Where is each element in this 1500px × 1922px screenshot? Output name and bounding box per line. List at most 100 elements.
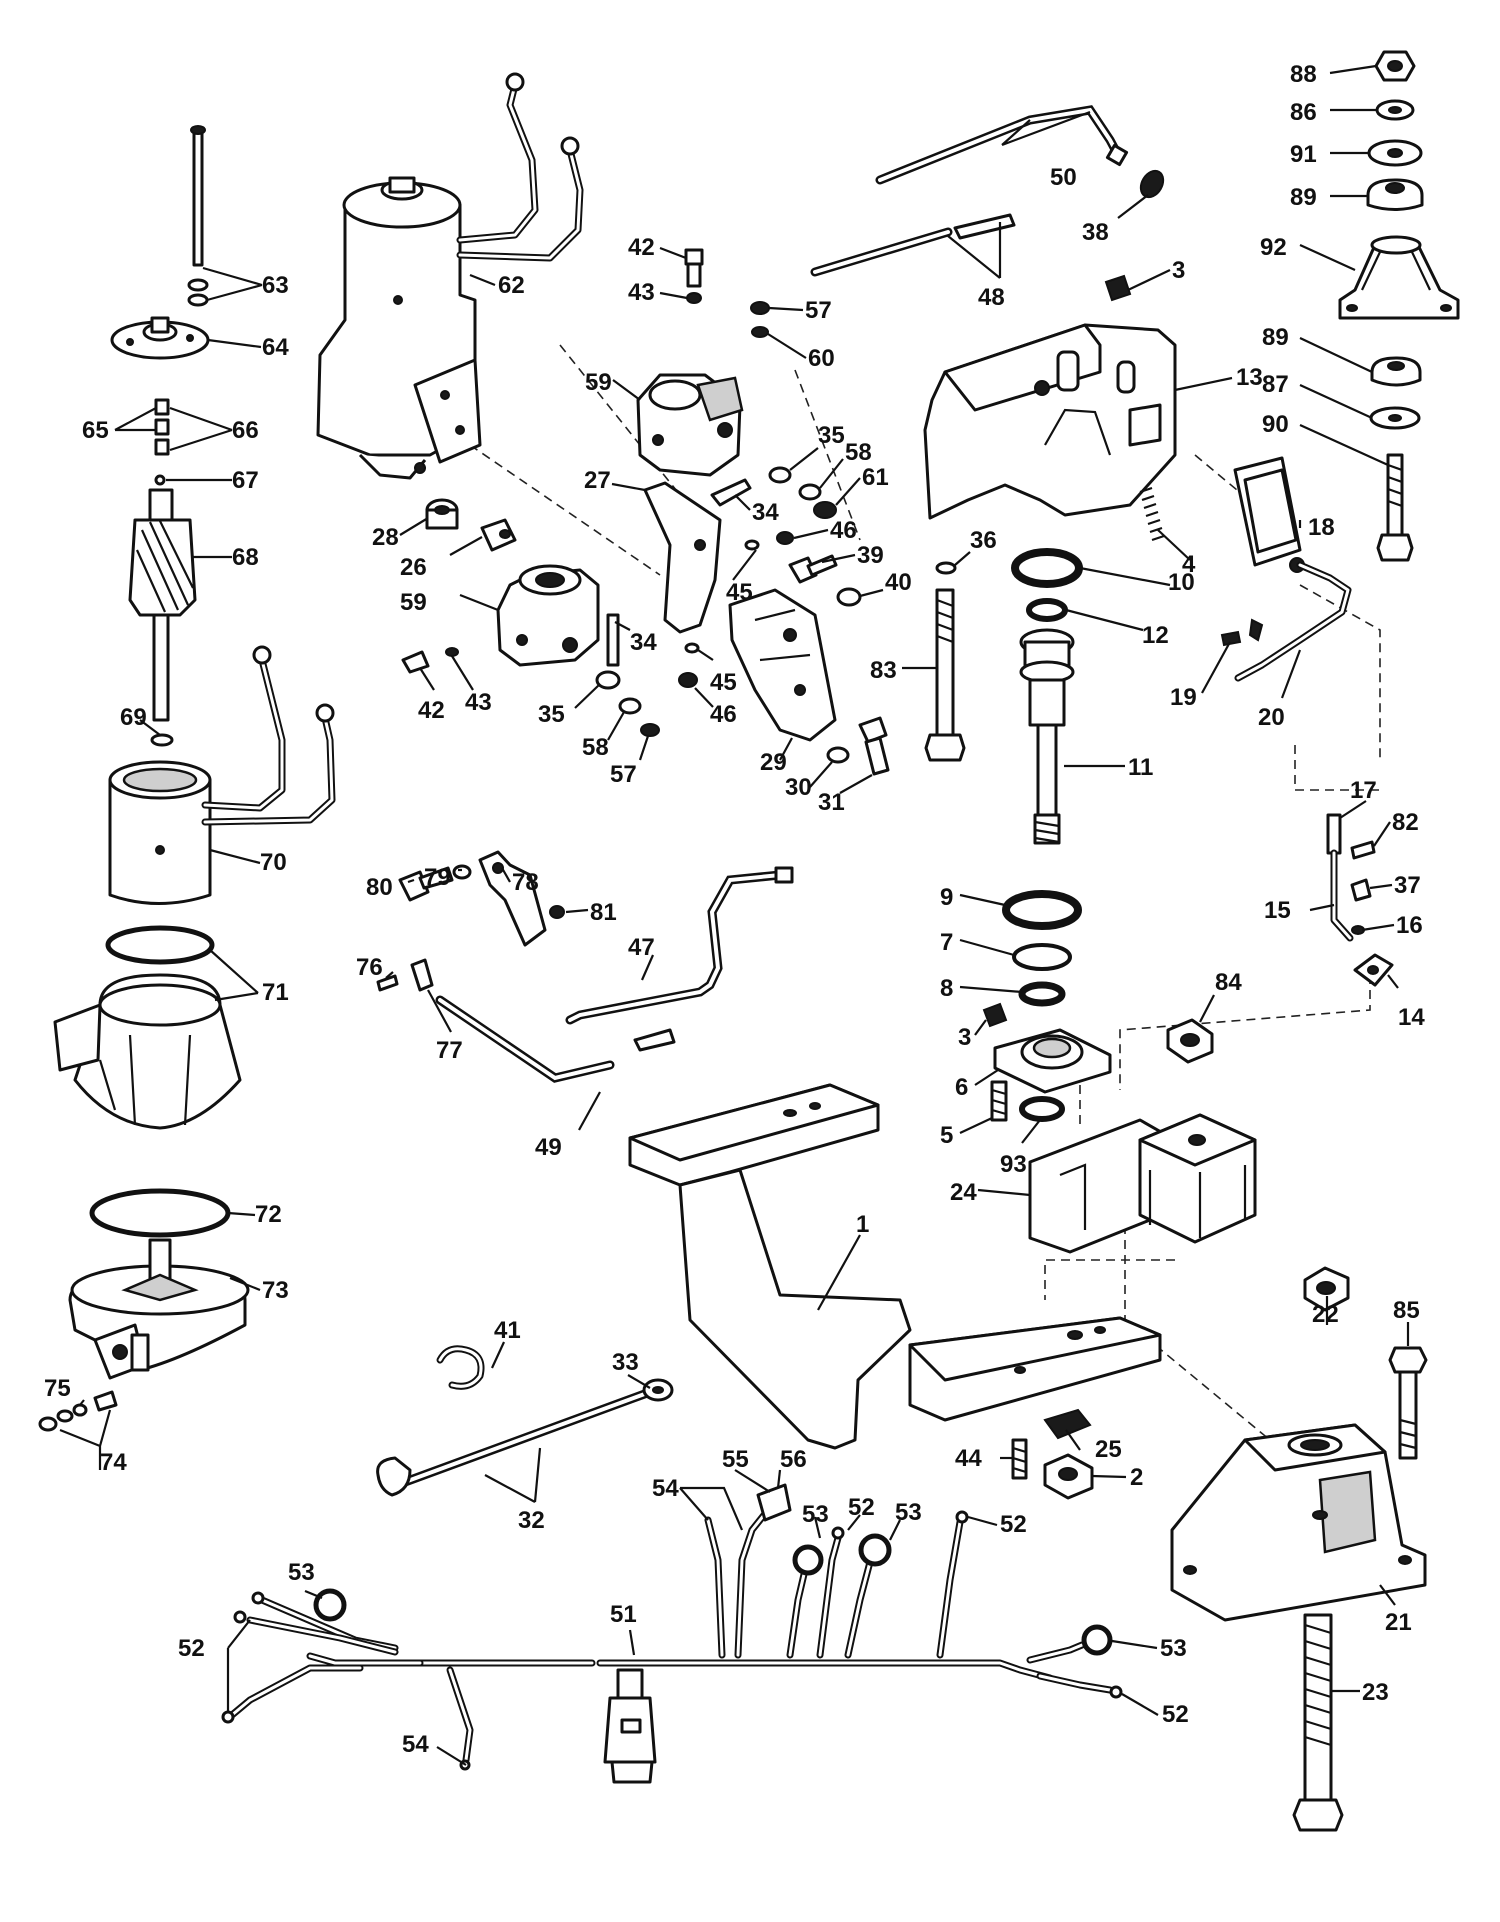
part-69-washer bbox=[150, 733, 174, 747]
part-29-bracket bbox=[728, 588, 837, 742]
callout-21: 21 bbox=[1385, 1609, 1412, 1636]
part-44-screw bbox=[1011, 1438, 1028, 1480]
part-41-clamp bbox=[436, 1345, 485, 1390]
part-45-washer-upper bbox=[744, 539, 760, 551]
part-5-screw bbox=[990, 1080, 1008, 1122]
callout-32: 32 bbox=[518, 1507, 545, 1534]
callout-70: 70 bbox=[260, 849, 287, 876]
callout-62: 62 bbox=[498, 272, 525, 299]
callout-78: 78 bbox=[512, 869, 539, 896]
callout-3-lower: 3 bbox=[958, 1024, 971, 1051]
callout-9: 9 bbox=[940, 884, 953, 911]
part-64-end-cap bbox=[110, 316, 210, 360]
part-89-grommet-lower bbox=[1370, 356, 1422, 387]
part-25-lock bbox=[1043, 1408, 1092, 1440]
callout-57-top: 57 bbox=[805, 297, 832, 324]
part-71-o-ring bbox=[105, 925, 215, 965]
callout-48: 48 bbox=[978, 284, 1005, 311]
part-63-rod bbox=[187, 125, 209, 307]
callout-45-lower: 45 bbox=[710, 669, 737, 696]
part-88-nut bbox=[1374, 50, 1416, 82]
leader-lines bbox=[59, 64, 1410, 1766]
part-70-field-frame bbox=[108, 760, 212, 905]
callout-53-left: 53 bbox=[288, 1559, 315, 1586]
part-85-bolt bbox=[1388, 1346, 1428, 1460]
part-73-pump bbox=[68, 1238, 250, 1380]
part-2-nut bbox=[1043, 1453, 1094, 1500]
part-47-tube bbox=[565, 866, 794, 1025]
callout-68: 68 bbox=[232, 544, 259, 571]
callout-52-center-left: 52 bbox=[848, 1494, 875, 1521]
callout-35-upper: 35 bbox=[818, 422, 845, 449]
part-78-bracket bbox=[478, 850, 547, 947]
callout-17: 17 bbox=[1350, 777, 1377, 804]
part-65-66-brushes bbox=[154, 398, 170, 456]
callout-79: 79 bbox=[424, 864, 451, 891]
callout-22: 22 bbox=[1312, 1301, 1339, 1328]
part-4-spring bbox=[1139, 486, 1165, 542]
callout-19: 19 bbox=[1170, 684, 1197, 711]
part-79-washer bbox=[452, 864, 472, 880]
part-70-leads bbox=[201, 645, 336, 826]
part-23-bolt bbox=[1292, 1613, 1344, 1832]
part-93-washer bbox=[1019, 1096, 1065, 1122]
callout-50: 50 bbox=[1050, 164, 1077, 191]
callout-80: 80 bbox=[366, 874, 393, 901]
callout-71: 71 bbox=[262, 979, 289, 1006]
part-74-75-fittings bbox=[38, 1390, 118, 1432]
part-90-bolt bbox=[1376, 453, 1414, 562]
callout-12: 12 bbox=[1142, 622, 1169, 649]
callout-67: 67 bbox=[232, 467, 259, 494]
callout-labels: 88 86 91 89 92 89 87 90 50 38 48 3 13 18… bbox=[44, 61, 1425, 1758]
part-40-washer bbox=[836, 587, 862, 607]
callout-31: 31 bbox=[818, 789, 845, 816]
part-80-bolt bbox=[398, 866, 454, 902]
part-49-tube bbox=[435, 995, 676, 1083]
part-37-screw bbox=[1350, 878, 1372, 902]
part-59-valve-lower bbox=[496, 564, 600, 667]
part-43-washer-top bbox=[686, 292, 702, 304]
part-42-screw-top bbox=[684, 248, 704, 288]
callout-10: 10 bbox=[1168, 569, 1195, 596]
part-84-nut bbox=[1166, 1018, 1214, 1064]
part-46-nut-upper bbox=[776, 531, 794, 545]
part-91-washer bbox=[1367, 139, 1423, 167]
callout-47: 47 bbox=[628, 934, 655, 961]
callout-81: 81 bbox=[590, 899, 617, 926]
callout-75: 75 bbox=[44, 1375, 71, 1402]
part-10-ring bbox=[1011, 548, 1083, 588]
callout-89-lower: 89 bbox=[1262, 324, 1289, 351]
part-87-washer bbox=[1369, 406, 1421, 430]
callout-4: 4 bbox=[1182, 551, 1196, 578]
callout-72: 72 bbox=[255, 1201, 282, 1228]
part-11-shaft bbox=[1019, 628, 1075, 845]
callout-66: 66 bbox=[232, 417, 259, 444]
part-32-33-battery-cable bbox=[376, 1378, 674, 1497]
part-36-washer bbox=[935, 561, 957, 575]
part-52-53-terminals-right bbox=[1026, 1624, 1123, 1699]
callout-26: 26 bbox=[400, 554, 427, 581]
callout-38: 38 bbox=[1082, 219, 1109, 246]
callout-44: 44 bbox=[955, 1445, 982, 1472]
part-3-plug-top bbox=[1104, 274, 1132, 302]
callout-56: 56 bbox=[780, 1446, 807, 1473]
part-19-clip bbox=[1220, 630, 1242, 647]
callout-87: 87 bbox=[1262, 371, 1289, 398]
callout-41: 41 bbox=[494, 1317, 521, 1344]
callout-52-left: 52 bbox=[178, 1635, 205, 1662]
part-14-cam bbox=[1353, 953, 1394, 987]
part-12-ring bbox=[1026, 598, 1068, 622]
part-6-bearing-plate bbox=[993, 1028, 1112, 1094]
callout-29: 29 bbox=[760, 749, 787, 776]
part-67-ball bbox=[154, 474, 166, 486]
part-15-arm bbox=[1330, 849, 1354, 942]
part-28-fitting bbox=[425, 498, 459, 530]
callout-53-center-right: 53 bbox=[895, 1499, 922, 1526]
part-20-wire bbox=[1234, 561, 1352, 682]
callout-27: 27 bbox=[584, 467, 611, 494]
callout-13: 13 bbox=[1236, 364, 1263, 391]
part-60-washer bbox=[751, 326, 769, 338]
callout-89-upper: 89 bbox=[1290, 184, 1317, 211]
part-81-nut bbox=[549, 905, 565, 919]
callout-23: 23 bbox=[1362, 1679, 1389, 1706]
